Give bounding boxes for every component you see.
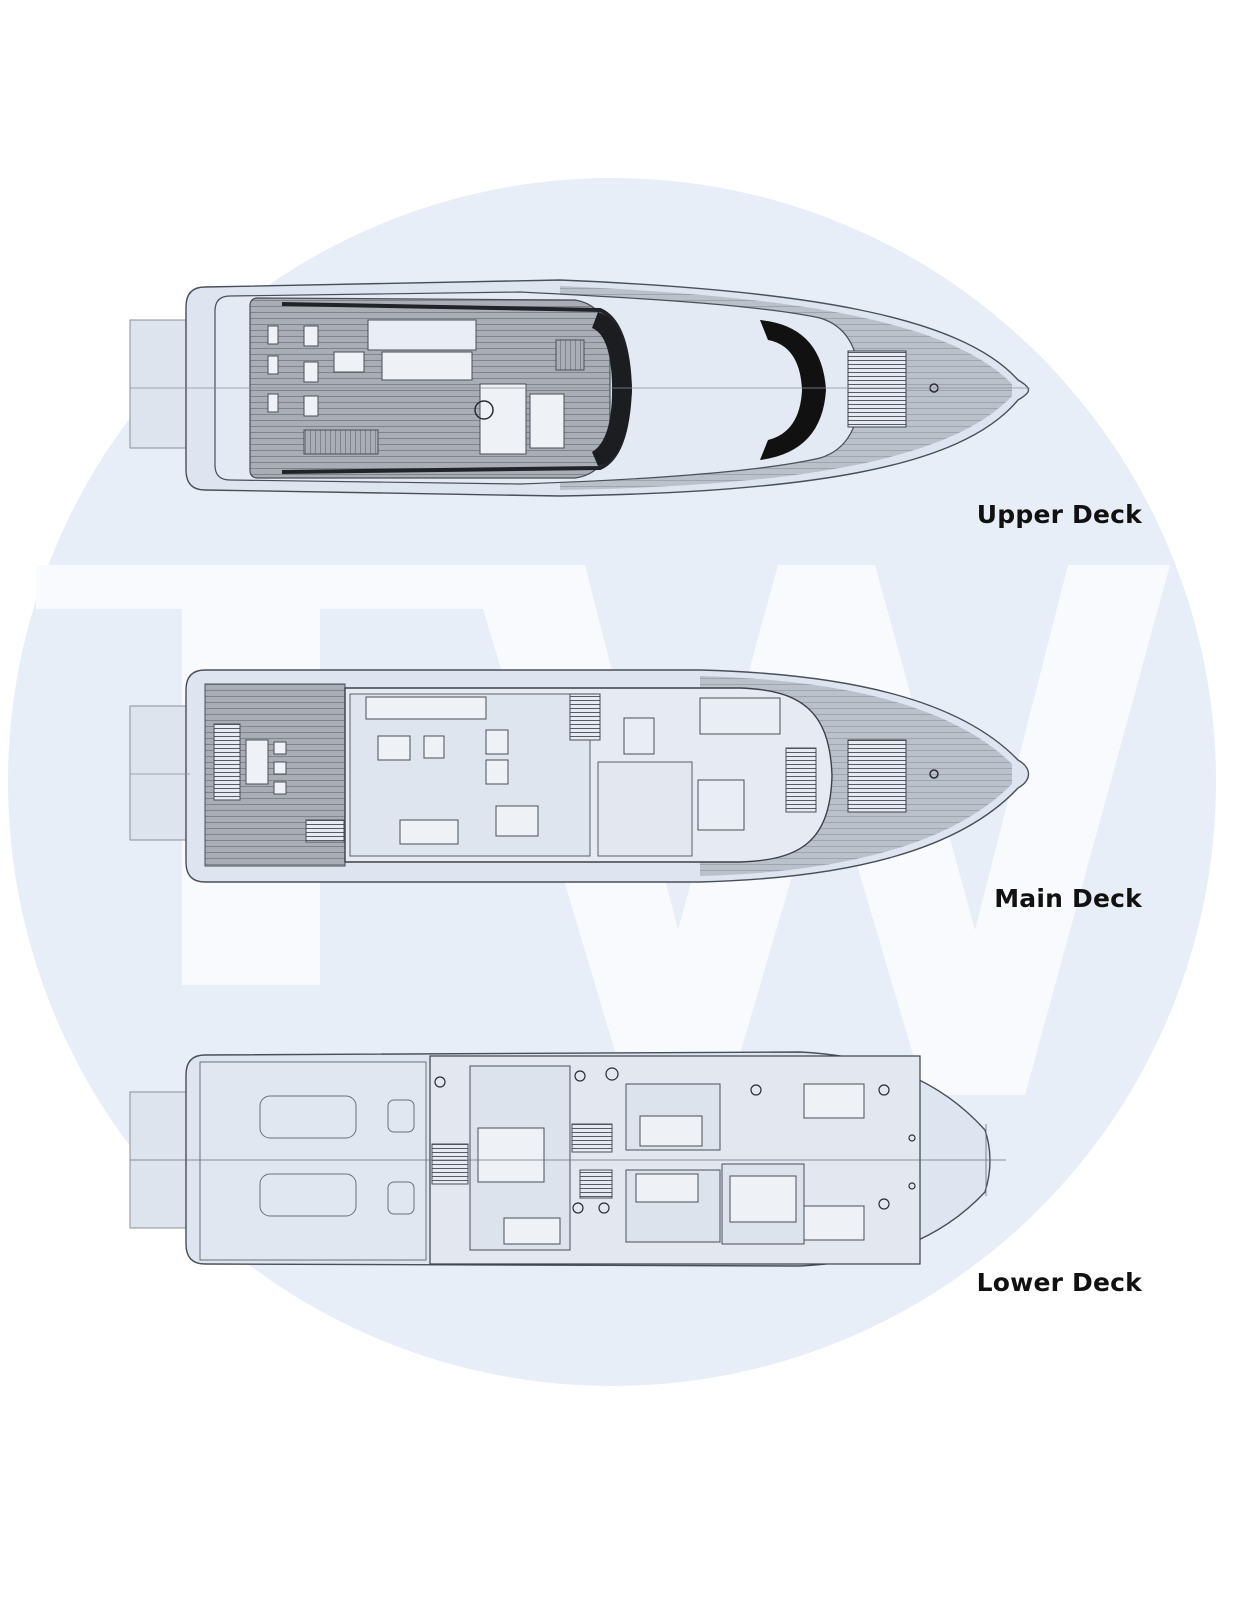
armchair-2 [485,729,509,755]
sofa-top [365,696,487,720]
windshield-glass-rear [592,312,632,466]
interior-stairs [569,693,601,741]
sofa-bottom [399,819,459,845]
hatch-foredeck [847,739,907,813]
aft-sofa [303,429,379,455]
helm-station [699,697,781,735]
upper-deck-plan [129,279,1030,497]
master-bed [477,1127,545,1183]
stairs-lower-2 [579,1169,613,1199]
sunpad [367,319,477,351]
coffee-table [377,735,411,761]
guest-bed-1 [639,1115,703,1147]
guest-bed-2 [635,1173,699,1203]
main-deck-label: Main Deck [994,884,1142,913]
aft-seats [267,325,365,417]
armchair-3 [485,759,509,785]
stairs-flybridge [555,339,585,371]
crew-bunk-2 [803,1205,865,1241]
day-head [623,717,655,755]
lower-deck-plan [129,1051,1006,1267]
galley-counter [697,779,745,831]
master-sofa [503,1217,561,1245]
engines [259,1095,415,1217]
stairs-lower-3 [431,1143,469,1185]
windshield-glass-front [760,320,826,460]
aft-stools [273,741,287,795]
dining-table [495,805,539,837]
main-deck-plan [129,669,1030,883]
salon-area [349,693,591,857]
engine-room [199,1061,427,1261]
crew-bunk-1 [803,1083,865,1119]
swim-platform [129,705,193,841]
galley-area [597,761,693,857]
hatch-foredeck [847,350,907,428]
armchair-1 [423,735,445,759]
aft-sunpad [213,723,241,801]
helm-console [529,393,565,449]
anchor-point [929,769,939,779]
stairs-lower-1 [571,1123,613,1153]
heads [434,1067,916,1214]
dining-table [381,351,473,381]
forward-stairs [785,747,817,813]
side-stairs [305,819,345,843]
helm-wheel [474,400,494,420]
aft-table [245,739,269,785]
vip-bed [729,1175,797,1223]
upper-deck-label: Upper Deck [976,500,1142,529]
lower-deck-label: Lower Deck [976,1268,1142,1297]
swim-platform [129,319,193,449]
